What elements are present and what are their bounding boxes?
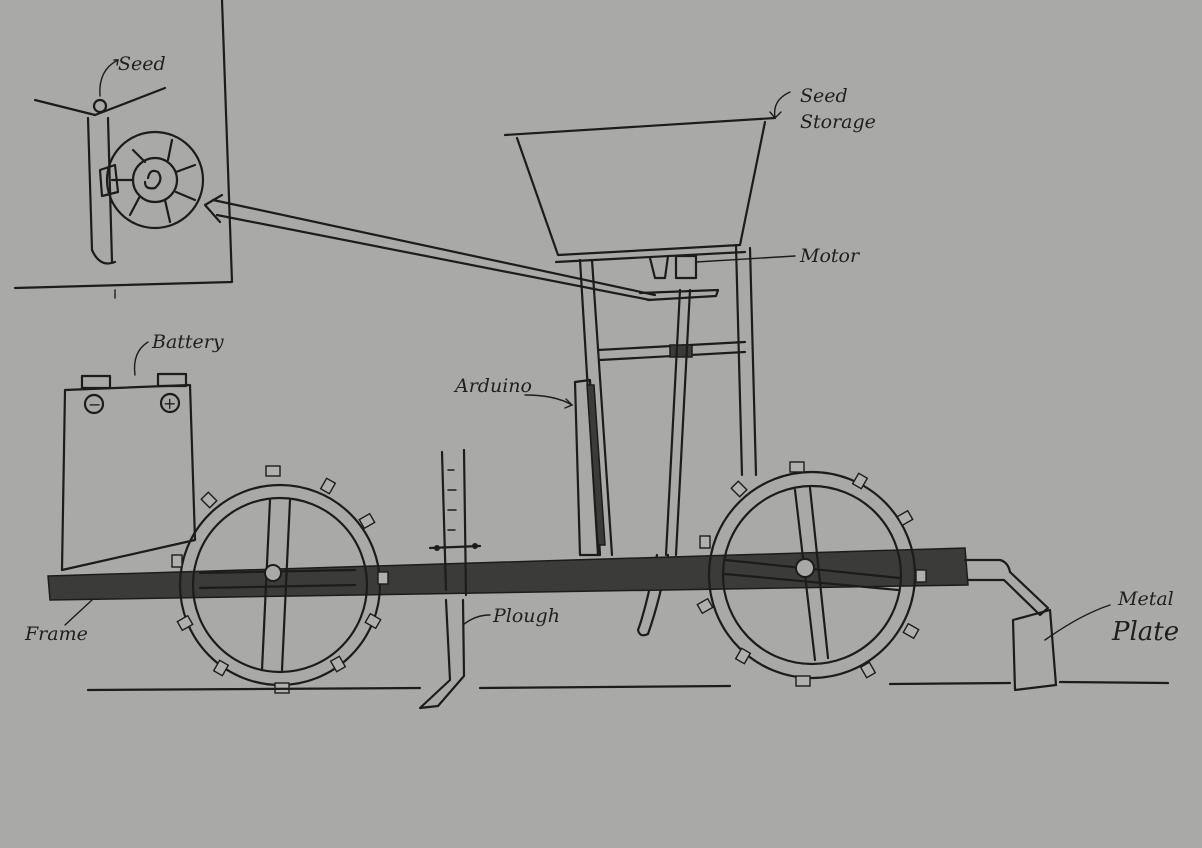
battery: − + Battery	[62, 331, 224, 570]
seed-channel-right	[95, 88, 165, 115]
inset-detail: Seed	[15, 0, 232, 298]
seed-channel-left	[35, 100, 95, 115]
arduino-board: Arduino	[453, 375, 605, 555]
storage-pointer-arrowhead	[770, 112, 781, 118]
hopper-outlet	[650, 256, 668, 278]
metal-plate-label-line2: Plate	[1111, 617, 1179, 647]
plough-pointer	[463, 615, 490, 625]
seed-pointer	[100, 60, 118, 96]
arduino-pointer	[525, 395, 572, 405]
battery-pointer	[135, 342, 148, 375]
motor-pointer	[696, 256, 795, 262]
hopper-rim	[505, 118, 775, 135]
frame-label: Frame	[24, 623, 88, 645]
seed-icon	[94, 100, 106, 112]
seed-label: Seed	[118, 53, 166, 75]
plate-bracket	[965, 560, 1048, 615]
motor: Motor	[676, 245, 861, 278]
battery-minus-sign: −	[88, 395, 101, 414]
frame-pointer	[65, 600, 92, 625]
arduino-label: Arduino	[453, 375, 532, 397]
metal-plate-label-line1: Metal	[1117, 588, 1174, 610]
plough-label: Plough	[492, 605, 560, 627]
seed-storage-label-line2: Storage	[800, 111, 876, 133]
seed-storage-label-line1: Seed	[800, 85, 848, 107]
metal-plate: Metal Plate	[1013, 588, 1179, 690]
detail-pointer-arrow	[205, 195, 718, 300]
seed-delivery-tube	[666, 290, 690, 555]
battery-plus-sign: +	[163, 394, 176, 413]
metering-wheel	[107, 132, 203, 228]
storage-pointer	[775, 92, 790, 118]
plate-pointer	[1045, 605, 1110, 640]
battery-label: Battery	[151, 331, 224, 353]
hopper-body	[517, 122, 765, 255]
ground-line	[88, 682, 1168, 690]
motor-label: Motor	[799, 245, 861, 267]
